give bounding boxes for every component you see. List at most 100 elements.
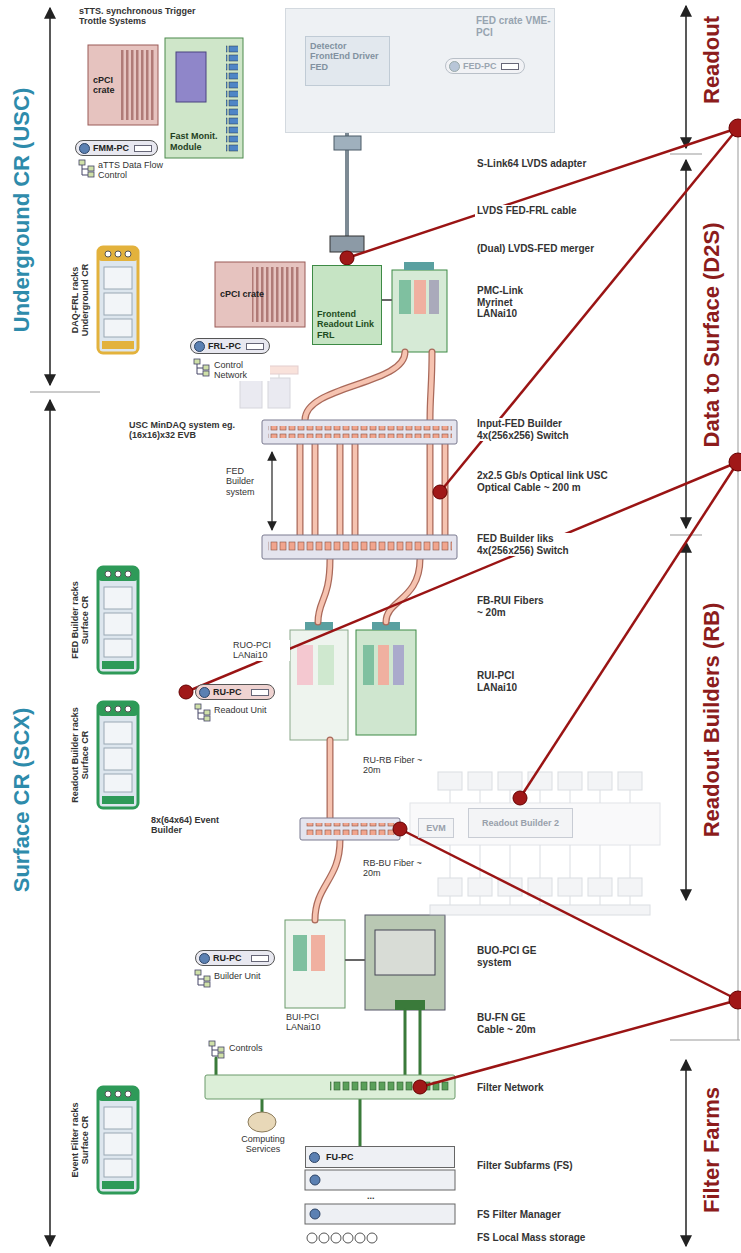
part-label: ... — [366, 1191, 376, 1201]
illustration-part — [226, 44, 238, 152]
sketch-stroke — [588, 878, 612, 896]
illustration-part — [312, 444, 319, 535]
node-text: Fast Monit. Module — [170, 131, 225, 152]
network-icons — [79, 160, 224, 1058]
sketch-stroke — [630, 790, 631, 905]
part-label: Computing Services — [222, 1134, 304, 1155]
illustration-part — [352, 444, 359, 535]
illustration-part — [30, 392, 100, 393]
illustration-part — [375, 930, 435, 975]
rack-label: Readout Builder racks Surface CR — [70, 700, 91, 810]
part-label: Input-FED Builder 4x(256x256) Switch — [475, 418, 591, 441]
illustration-part — [685, 542, 687, 900]
illustration-part — [428, 444, 433, 535]
illustration-part — [386, 559, 420, 622]
sketch-stroke — [618, 878, 642, 896]
illustration-part — [353, 444, 358, 535]
part-label: 8x(64x64) Event Builder — [150, 815, 237, 836]
manager-box: EVM — [418, 818, 454, 838]
sketch-stroke — [468, 772, 492, 790]
section-heading: Surface CR (SCX) — [9, 708, 34, 893]
node-text: Detector FrontEnd Driver FED — [310, 41, 385, 72]
illustration-part — [337, 444, 344, 535]
pc-box: FED-PC — [445, 58, 525, 74]
illustration-part — [427, 444, 434, 535]
illustration-part — [363, 645, 374, 685]
sketch-stroke — [498, 772, 522, 790]
illustration-part — [215, 1058, 218, 1075]
pc-box: FRL-PC — [190, 338, 270, 354]
illustration-part — [261, 1099, 264, 1112]
part-label: LVDS FED-FRL cable — [475, 205, 579, 217]
part-label: FED Builder liks 4x(256x256) Switch — [475, 533, 591, 556]
illustration-part — [98, 247, 138, 353]
part-label: sTTS. synchronous Trigger Trottle System… — [78, 6, 210, 27]
illustration-part — [328, 740, 333, 818]
node-text: Frontend Readout Link FRL — [317, 309, 377, 340]
illustration-part — [194, 359, 209, 376]
illustration-part — [343, 1233, 353, 1243]
link-card: Frontend Readout Link FRL — [312, 265, 382, 345]
illustration-part — [98, 702, 138, 808]
node-text: FED-PC — [463, 59, 498, 73]
illustration-part — [195, 704, 210, 721]
illustration-part — [331, 1233, 341, 1243]
illustration-part — [356, 630, 416, 735]
cards — [285, 262, 447, 1010]
crates — [88, 38, 305, 327]
illustration-part — [179, 685, 193, 699]
part-label: RUO-PCI LANai10 — [232, 640, 290, 661]
part-label: Builder Unit — [213, 971, 262, 981]
node-text: EVM — [426, 823, 446, 833]
illustration-part — [79, 160, 94, 177]
illustration-part — [310, 1175, 320, 1185]
node-text: Readout Builder 2 — [482, 818, 559, 828]
sketch-stroke — [438, 878, 462, 896]
rack-label: Event Filter racks Surface CR — [70, 1085, 91, 1195]
pc-box: FU-PC — [305, 1146, 455, 1168]
illustration-part — [318, 559, 330, 622]
illustration-part — [209, 1041, 224, 1058]
illustration-part — [429, 280, 439, 314]
illustration-part — [120, 50, 154, 120]
illustration-part — [262, 535, 457, 559]
illustration-part — [240, 378, 262, 408]
illustration-part — [513, 791, 527, 805]
illustration-part — [367, 1233, 377, 1243]
fed-builder-arrow — [271, 452, 272, 530]
illustration-part — [49, 400, 51, 1246]
section-arrows — [50, 6, 686, 1246]
illustration-part — [378, 645, 389, 685]
node-text: cPCI crate — [220, 289, 264, 299]
illustration-part — [262, 420, 457, 444]
illustration-part — [268, 426, 452, 438]
part-label: FS Filter Manager — [475, 1209, 563, 1221]
node-text: cPCI crate — [93, 75, 120, 96]
sketch-stroke — [450, 790, 451, 905]
sketch-stroke — [588, 772, 612, 790]
illustration-part — [305, 1170, 455, 1190]
illustration-part — [433, 485, 447, 499]
illustration-part — [738, 128, 739, 1040]
illustration-part — [313, 444, 318, 535]
illustration-part — [430, 352, 432, 420]
rack-label: DAQ-FRL racks Underground CR — [70, 245, 91, 355]
illustration-part — [297, 444, 304, 535]
pc-box: RU-PC — [195, 950, 275, 966]
section-heading: Data to Surface (D2S) — [699, 223, 724, 448]
illustration-part — [310, 1209, 320, 1219]
part-label: Filter Subfarms (FS) — [475, 1160, 575, 1172]
callout-lines — [186, 128, 738, 1087]
rack-label: FED Builder racks Surface CR — [70, 565, 91, 675]
part-label: 2x2.5 Gb/s Optical link USC Optical Cabl… — [475, 470, 639, 493]
illustration-part — [49, 8, 51, 385]
illustration-part — [685, 160, 687, 528]
part-label: Filter Network — [475, 1082, 546, 1094]
sketch-stroke — [618, 772, 642, 790]
part-label: (Dual) LVDS-FED merger — [475, 243, 596, 255]
sketch-stroke — [468, 878, 492, 896]
illustration-part — [430, 352, 432, 420]
illustration-part — [355, 1233, 365, 1243]
illustration-part — [670, 154, 702, 155]
illustration-part — [318, 559, 330, 622]
